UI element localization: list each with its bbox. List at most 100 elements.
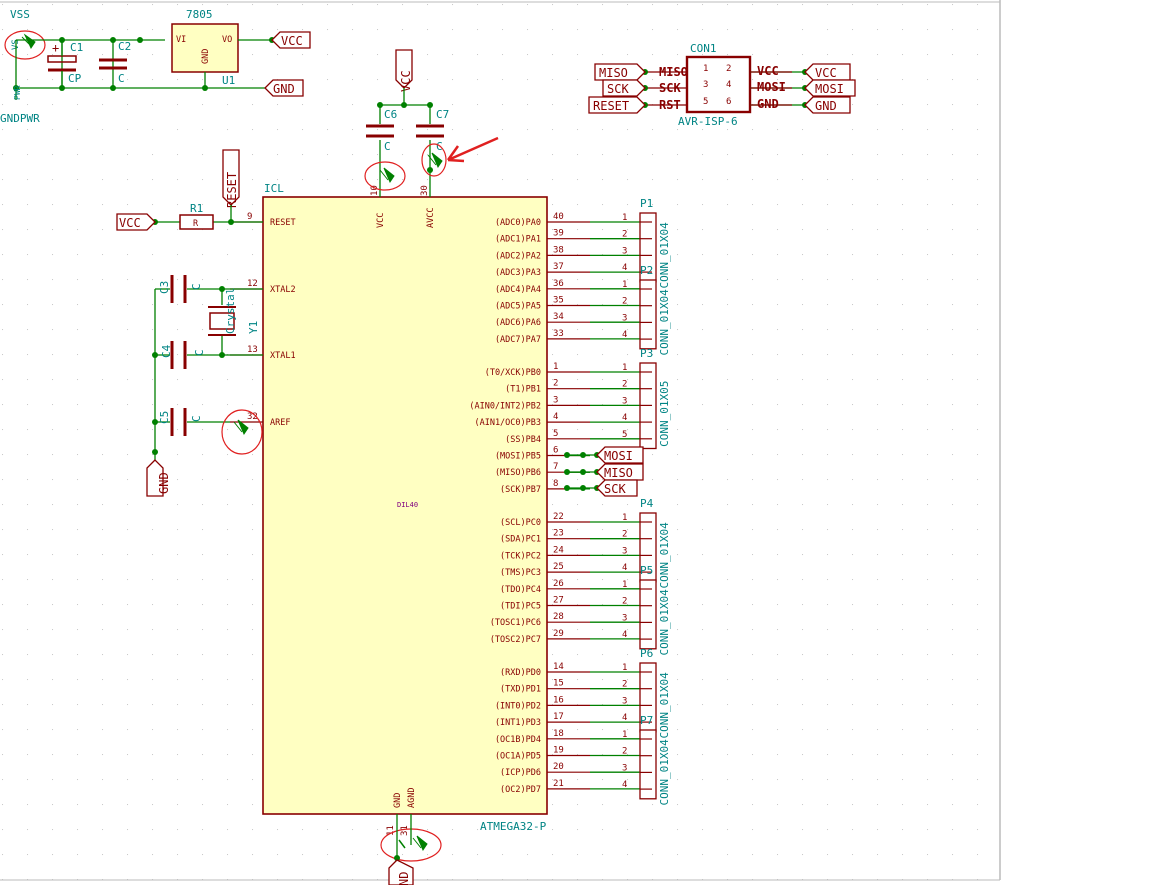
mcu-pin-number: 4	[553, 412, 558, 422]
mcu-pin-name: AREF	[270, 418, 290, 428]
svg-text:RESET: RESET	[225, 172, 239, 208]
isp-pin-number: 2	[726, 64, 731, 74]
svg-text:C: C	[384, 140, 391, 153]
connector-pin-number: 2	[622, 230, 627, 240]
mcu-pin-number: 20	[553, 762, 564, 772]
svg-text:RESET: RESET	[593, 99, 629, 113]
mcu-pin-name: AVCC	[426, 208, 436, 228]
mcu-pin-name: (T0/XCK)PB0	[485, 368, 541, 378]
svg-text:C: C	[436, 140, 443, 153]
mcu-pin-name: RESET	[270, 218, 296, 228]
mcu-pin-number: 8	[553, 479, 558, 489]
mcu-pin-number: 22	[553, 512, 564, 522]
mcu-pin-number: 31	[400, 825, 410, 836]
net-label-gnd-reg: GND	[264, 79, 304, 97]
svg-text:R1: R1	[190, 202, 203, 215]
junction	[110, 37, 116, 43]
connector-ref: P2	[640, 264, 653, 277]
mcu-pin-number: 9	[247, 212, 252, 222]
mcu-pin-number: 1	[553, 362, 558, 372]
regulator-7805[interactable]: 7805 VI VO GND U1	[171, 8, 272, 88]
mcu-pin-number: 24	[553, 545, 564, 555]
connector-value: CONN_01X04	[658, 289, 671, 356]
mcu-pin-number: 37	[553, 262, 564, 272]
mcu-pin-number: 33	[553, 329, 564, 339]
connector-pin-number: 1	[622, 363, 627, 373]
junction	[228, 219, 234, 225]
oscillator-section: C3 C C4 C C5 C Y1 Crystal GND	[146, 275, 263, 497]
junction	[401, 102, 407, 108]
connector-pin-number: 4	[622, 413, 627, 423]
svg-text:C: C	[190, 283, 203, 290]
mcu-pin-name: (ADC2)PA2	[495, 251, 541, 261]
capacitor-c5[interactable]: C5 C	[158, 408, 203, 436]
mcu-atmega32[interactable]: ICL ATMEGA32-P DIL40	[262, 182, 548, 833]
capacitor-c3[interactable]: C3 C	[158, 275, 203, 303]
mcu-pin-number: 23	[553, 529, 564, 539]
mcu-pin-name: VCC	[376, 213, 386, 228]
isp-pin-number: 5	[703, 97, 708, 107]
spi-net-labels: MOSI MISO SCK	[564, 446, 644, 497]
connector-value: CONN_01X04	[658, 522, 671, 589]
crystal-y1[interactable]: Y1 Crystal	[208, 288, 260, 336]
svg-text:VCC: VCC	[119, 216, 141, 230]
connector-ref: P5	[640, 564, 653, 577]
resistor-r1[interactable]: R1 R	[179, 202, 214, 230]
svg-text:GND: GND	[273, 82, 295, 96]
mcu-pin-name: (TDO)PC4	[500, 585, 541, 595]
connector-pin-number: 1	[622, 513, 627, 523]
isp-pin-number: 1	[703, 64, 708, 74]
connector-pin-number: 4	[622, 263, 627, 273]
connector-value: CONN_01X04	[658, 672, 671, 739]
mcu-pin-name: XTAL1	[270, 351, 296, 361]
mcu-pin-number: 6	[553, 446, 558, 456]
header-connectors: 1234P1CONN_01X041234P2CONN_01X0412345P3C…	[622, 197, 671, 806]
junction	[152, 449, 158, 455]
net-label-reset: RESET	[222, 149, 240, 208]
connector-ref: P4	[640, 497, 654, 510]
connector-pin-number: 2	[622, 530, 627, 540]
mcu-pin-name: (SCK)PB7	[500, 485, 541, 495]
capacitor-c6[interactable]: C6 C	[366, 108, 397, 153]
connector-pin-number: 4	[622, 330, 627, 340]
mcu-pin-name: AGND	[407, 788, 417, 808]
mcu-pin-name: (SS)PB4	[505, 435, 541, 445]
isp-pin-number: 4	[726, 80, 731, 90]
capacitor-c1[interactable]: + C1 CP	[47, 40, 83, 88]
mcu-pin-number: 5	[553, 429, 558, 439]
svg-text:C1: C1	[70, 41, 83, 54]
junction	[219, 352, 225, 358]
no-connect-flag-c6	[379, 167, 395, 184]
connector-pin-number: 1	[622, 580, 627, 590]
connector-pin-number: 3	[622, 313, 627, 323]
connector-pin-number: 1	[622, 213, 627, 223]
net-label-sck: SCK	[596, 479, 638, 497]
junction	[394, 855, 400, 861]
connector-pin-number: 3	[622, 546, 627, 556]
svg-text:GND: GND	[815, 99, 837, 113]
mcu-package: DIL40	[397, 501, 418, 509]
mcu-pin-name: (OC1A)PD5	[495, 752, 541, 762]
capacitor-c2[interactable]: C2 C	[99, 40, 131, 85]
connector-ref: P1	[640, 197, 653, 210]
mcu-pin-number: 19	[553, 746, 564, 756]
capacitor-c4[interactable]: C4 C	[160, 341, 206, 369]
mcu-pin-name: (OC1B)PD4	[495, 735, 541, 745]
net-label-gnd-isp-r: GND	[804, 96, 851, 114]
connector-pin-number: 4	[622, 630, 627, 640]
connector-pin-number: 2	[622, 597, 627, 607]
isp-connector[interactable]: CON1 AVR-ISP-6	[678, 42, 752, 128]
svg-text:VCC: VCC	[815, 66, 837, 80]
net-label-vcc-isp-r: VCC	[804, 63, 851, 81]
junction	[13, 85, 19, 91]
svg-text:C7: C7	[436, 108, 449, 121]
capacitor-c7[interactable]: C7 C	[416, 108, 449, 153]
mcu-pin-name: (SCL)PC0	[500, 518, 541, 528]
connector-pin-number: 2	[622, 297, 627, 307]
